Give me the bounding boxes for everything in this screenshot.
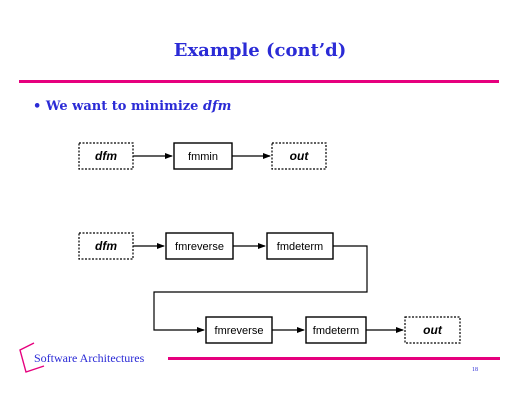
bullet-marker: • <box>33 99 42 114</box>
d2-op1-label: fmreverse <box>175 241 224 253</box>
footer-divider <box>168 357 500 360</box>
d2-input-label: dfm <box>95 239 117 253</box>
d2-op1-node <box>165 232 234 260</box>
d2-connector-arrow <box>153 245 368 333</box>
d1-input-label: dfm <box>95 149 117 163</box>
d2-op3-node <box>205 316 273 344</box>
bullet-text: We want to minimize <box>45 99 203 114</box>
d2-op2-node <box>266 232 334 260</box>
bullet-line: • We want to minimize dfm <box>33 99 231 114</box>
page-number: 18 <box>472 367 478 373</box>
d1-input-node <box>78 142 134 170</box>
d2-input-node <box>78 232 134 260</box>
d1-op-label: fmmin <box>188 151 218 163</box>
bullet-emphasis: dfm <box>202 99 232 114</box>
footer-title: Software Architectures <box>34 351 145 365</box>
slide-title: Example (cont’d) <box>173 40 347 61</box>
d2-op4-label: fmdeterm <box>313 325 359 337</box>
logo-mark-icon <box>19 342 45 373</box>
d2-op4-node <box>305 316 367 344</box>
d2-output-node <box>404 316 461 344</box>
d2-op2-label: fmdeterm <box>277 241 323 253</box>
d2-op3-label: fmreverse <box>215 325 264 337</box>
title-divider <box>19 80 499 83</box>
d1-output-node <box>271 142 327 170</box>
d1-op-node <box>173 142 233 170</box>
d2-output-label: out <box>423 323 443 337</box>
d1-output-label: out <box>290 149 310 163</box>
